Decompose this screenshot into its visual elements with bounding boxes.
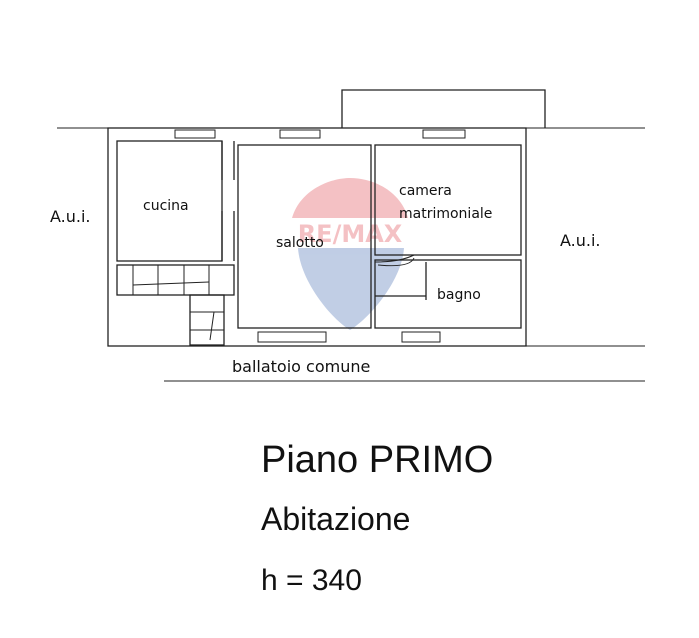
room-salotto [237,144,372,329]
balloon-top [292,178,408,218]
balloon-bottom [298,248,404,330]
room-cucina [116,140,223,262]
outer-walls [57,89,645,382]
watermark-brand: RE/MAX [298,220,403,248]
room-walls [116,140,522,346]
label-camera-line1: camera [399,183,452,199]
window-bottom-bagno [401,331,441,343]
window-bottom-salotto [257,331,327,343]
caption-use: Abitazione [261,501,410,537]
label-aui-right: A.u.i. [560,231,601,250]
label-bagno: bagno [437,287,481,303]
label-camera-line2: matrimoniale [399,206,492,222]
label-aui-left: A.u.i. [50,207,91,226]
room-camera [374,144,522,256]
remax-watermark: RE/MAX [292,178,408,330]
room-bagno [374,259,522,329]
label-salotto: salotto [276,235,324,251]
door-swing-camera [374,254,415,263]
window-salotto [279,129,321,139]
window-camera [422,129,466,139]
caption-floor: Piano PRIMO [261,439,493,481]
window-cucina [174,129,216,139]
caption-height: h = 340 [261,564,362,597]
top-balcony [341,89,546,128]
label-ballatoio: ballatoio comune [232,357,370,376]
door-swing-bagno [377,257,415,267]
label-cucina: cucina [143,198,189,214]
staircase [116,264,235,346]
